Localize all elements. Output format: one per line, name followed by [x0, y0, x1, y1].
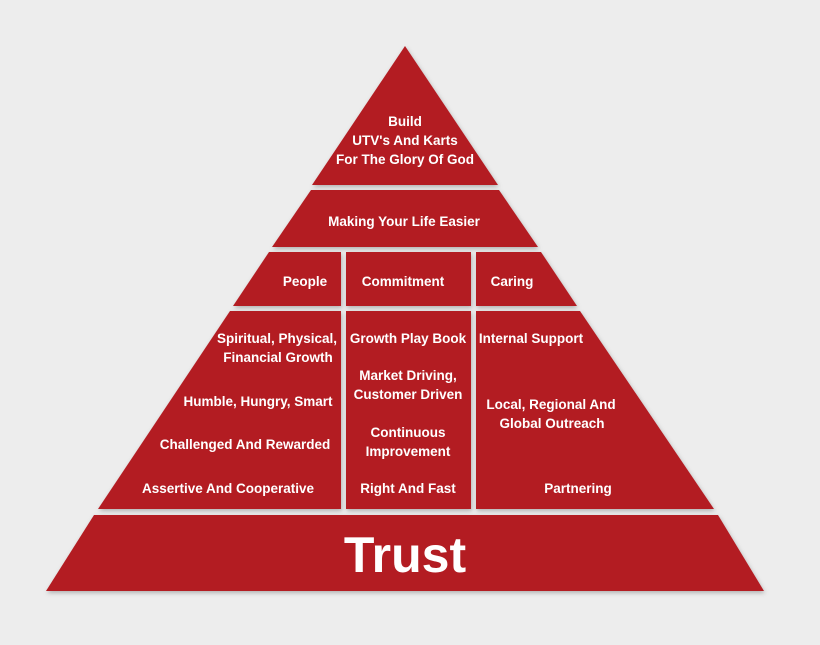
pillar-people-cell — [233, 252, 341, 306]
pillar-people-label: People — [283, 274, 328, 289]
foundation-tier — [46, 515, 764, 591]
apex-line-2: UTV's And Karts — [352, 133, 457, 148]
commitment-item-right-fast: Right And Fast — [360, 481, 456, 496]
people-item-assertive: Assertive And Cooperative — [142, 481, 315, 496]
people-item-humble: Humble, Hungry, Smart — [183, 394, 333, 409]
commitment-item-playbook: Growth Play Book — [350, 331, 467, 346]
caring-item-partnering: Partnering — [544, 481, 612, 496]
pillar-commitment-label: Commitment — [362, 274, 445, 289]
apex-line-1: Build — [388, 114, 422, 129]
caring-item-internal: Internal Support — [479, 331, 584, 346]
people-item-spiritual-line-1: Spiritual, Physical, — [217, 331, 337, 346]
pillar-caring-cell — [476, 252, 577, 306]
people-item-challenged: Challenged And Rewarded — [160, 437, 331, 452]
commitment-item-market-line-1: Market Driving, — [359, 368, 457, 383]
apex-tier — [312, 46, 498, 185]
commitment-item-improvement-line-2: Improvement — [366, 444, 451, 459]
pillar-caring-label: Caring — [491, 274, 534, 289]
apex-line-3: For The Glory Of God — [336, 152, 474, 167]
pillar-commitment-cell — [346, 252, 471, 306]
caring-item-outreach-line-1: Local, Regional And — [486, 397, 615, 412]
foundation-text: Trust — [344, 527, 467, 583]
mission-text: Making Your Life Easier — [328, 214, 481, 229]
mission-tier — [272, 190, 538, 247]
caring-column — [476, 311, 714, 509]
people-column — [98, 311, 341, 509]
people-item-spiritual-line-2: Financial Growth — [223, 350, 333, 365]
commitment-column — [346, 311, 471, 509]
commitment-item-improvement-line-1: Continuous — [371, 425, 446, 440]
commitment-item-market-line-2: Customer Driven — [354, 387, 463, 402]
caring-item-outreach-line-2: Global Outreach — [499, 416, 604, 431]
